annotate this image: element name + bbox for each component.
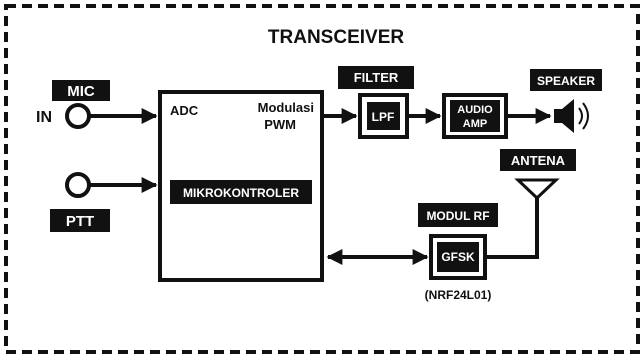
antenna-icon (514, 178, 560, 201)
speaker-tag: SPEAKER (537, 74, 595, 88)
rf-to-antenna-line (485, 196, 539, 259)
lpf-label-bg (367, 102, 400, 130)
rf-part-number: (NRF24L01) (425, 288, 492, 302)
audio-amp-label-line1: AUDIO (457, 104, 493, 116)
mic-jack-icon (65, 103, 91, 129)
adc-label: ADC (170, 103, 199, 118)
filter-tag: FILTER (354, 70, 399, 85)
transceiver-frame (4, 4, 640, 354)
gfsk-label: GFSK (441, 250, 475, 264)
modulation-label-line1: Modulasi (258, 100, 314, 115)
rf-module-tag: MODUL RF (426, 209, 489, 223)
mic-tag-bg (52, 80, 110, 101)
gfsk-label-bg (437, 242, 479, 272)
signal-connections (89, 108, 552, 265)
speaker-tag-bg (530, 69, 602, 91)
speaker-icon (554, 99, 589, 133)
diagram-title: TRANSCEIVER (268, 27, 404, 48)
ptt-tag-bg (50, 209, 110, 232)
mic-in-label: IN (36, 109, 52, 126)
filter-tag-bg (338, 66, 414, 89)
audio-amp-label-line2: AMP (463, 118, 487, 130)
microcontroller-name: MIKROKONTROLER (183, 186, 299, 200)
ptt-button-icon (65, 172, 91, 198)
antenna-tag-bg (500, 149, 576, 171)
lpf-label: LPF (372, 110, 395, 124)
rf-module-tag-bg (418, 203, 498, 227)
audio-amp-label-bg (450, 100, 500, 132)
microcontroller-name-bg (170, 180, 312, 204)
antenna-tag: ANTENA (511, 153, 566, 168)
modulation-label-line2: PWM (264, 117, 296, 132)
ptt-tag: PTT (66, 213, 94, 230)
mic-tag: MIC (67, 83, 95, 100)
